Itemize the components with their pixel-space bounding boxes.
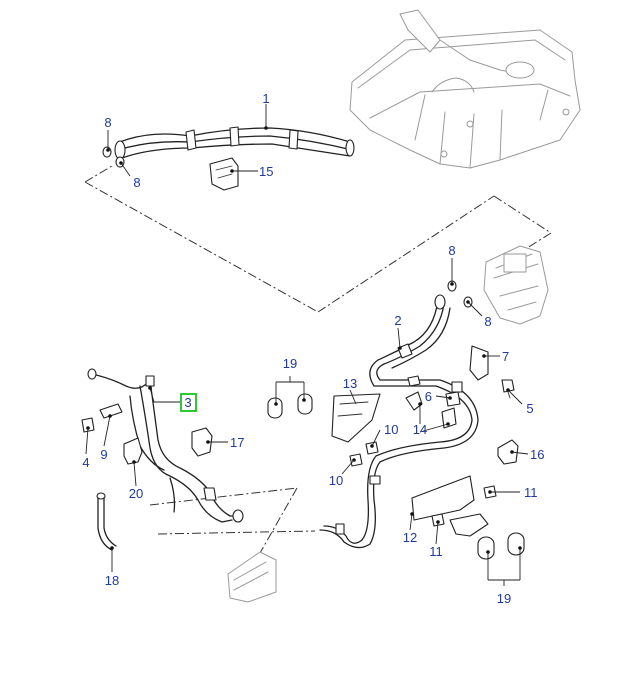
label-11-a[interactable]: 11 [524, 485, 538, 500]
label-6[interactable]: 6 [425, 389, 432, 404]
label-8-right-a[interactable]: 8 [448, 243, 455, 258]
label-9[interactable]: 9 [100, 447, 107, 462]
label-16[interactable]: 16 [530, 447, 544, 462]
label-19-right[interactable]: 19 [497, 591, 511, 606]
assembly-boundaries [84, 165, 552, 561]
label-15[interactable]: 15 [259, 164, 273, 179]
label-14[interactable]: 14 [413, 422, 427, 437]
label-18[interactable]: 18 [105, 573, 119, 588]
bracket-right-lower [449, 513, 489, 537]
bracket-15 [209, 157, 239, 191]
vent-pipe-3 [87, 368, 244, 523]
label-19-left[interactable]: 19 [283, 356, 297, 371]
label-17[interactable]: 17 [230, 435, 244, 450]
filler-pipe-18 [96, 492, 117, 551]
bolt-5 [501, 379, 515, 399]
bolt-11 [431, 485, 497, 527]
heat-shield-12 [411, 475, 475, 521]
label-10-b[interactable]: 10 [329, 473, 343, 488]
label-7[interactable]: 7 [502, 349, 509, 364]
bracket-7 [469, 345, 489, 381]
label-8-right-b[interactable]: 8 [484, 314, 491, 329]
bracket-9 [99, 403, 123, 419]
mount-block [227, 551, 277, 603]
label-8-upper-b[interactable]: 8 [133, 175, 140, 190]
fuel-pipe-upper [114, 126, 355, 160]
bracket-16 [497, 439, 519, 465]
bolt-4 [81, 417, 95, 433]
label-10-a[interactable]: 10 [384, 422, 398, 437]
label-20[interactable]: 20 [129, 486, 143, 501]
bushing-19-right [477, 532, 525, 560]
label-13[interactable]: 13 [343, 376, 357, 391]
bushing-19-left [267, 393, 313, 419]
callout-labels: 1 8 8 15 8 8 2 19 7 13 6 5 14 10 10 16 1… [82, 91, 544, 606]
bracket-14 [405, 391, 457, 429]
label-1[interactable]: 1 [262, 91, 269, 106]
label-8-upper-a[interactable]: 8 [104, 115, 111, 130]
heat-shield-13 [331, 393, 381, 443]
label-12[interactable]: 12 [403, 530, 417, 545]
bracket-20 [123, 437, 143, 465]
bracket-17 [191, 427, 213, 457]
label-2[interactable]: 2 [394, 313, 401, 328]
label-4[interactable]: 4 [82, 455, 89, 470]
label-3-highlight [180, 393, 197, 412]
label-3[interactable]: 3 [184, 395, 191, 410]
label-5[interactable]: 5 [526, 401, 533, 416]
label-11-b[interactable]: 11 [429, 544, 443, 559]
canister-bracket [483, 245, 549, 325]
clip-6 [407, 375, 461, 407]
leader-lines [85, 104, 529, 586]
fuel-tank [349, 9, 581, 169]
bolt-10 [349, 441, 379, 467]
